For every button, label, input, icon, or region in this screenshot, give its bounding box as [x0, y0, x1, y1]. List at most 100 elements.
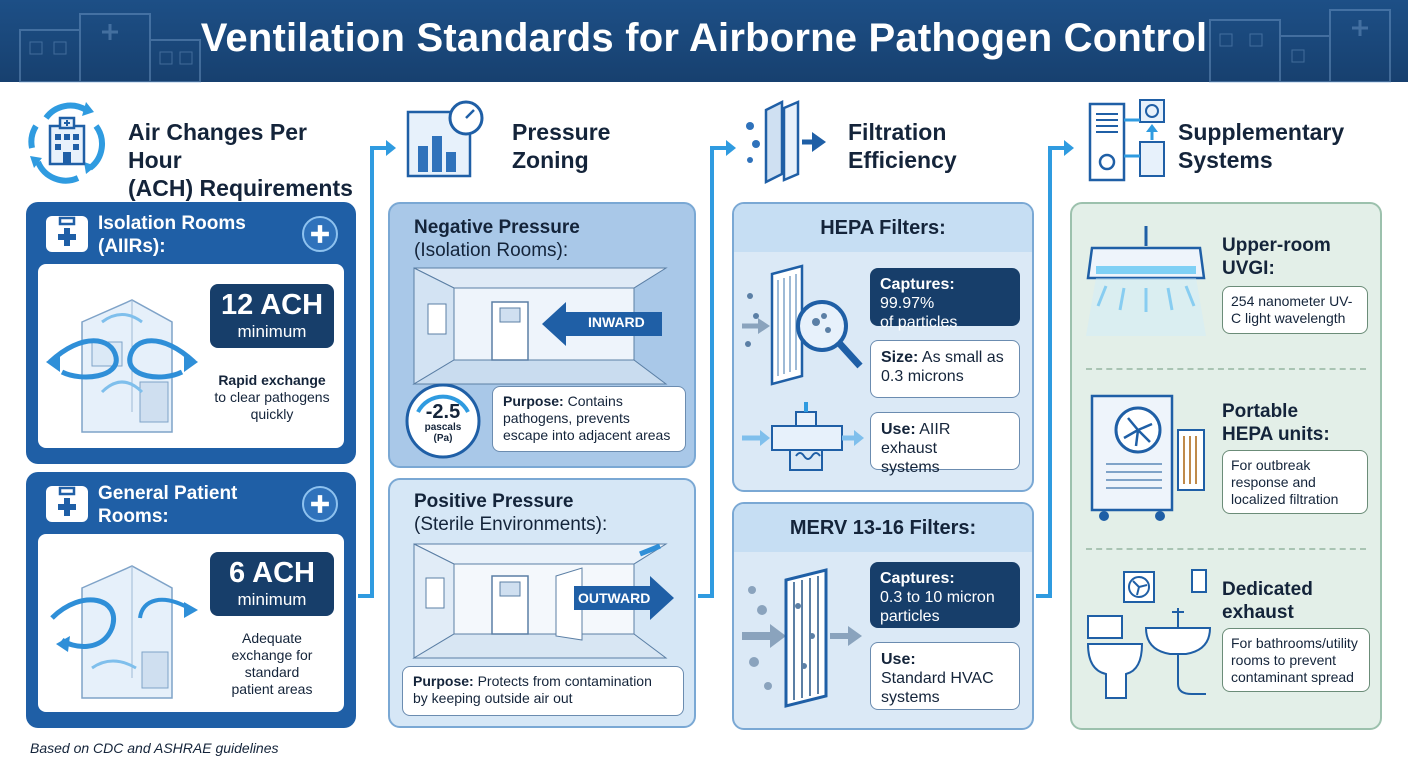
hvac-unit-icon: [1088, 99, 1165, 182]
isolation-ach-unit: minimum: [237, 322, 307, 341]
pressure-column-title: Pressure Zoning: [512, 118, 610, 174]
general-desc-line4: patient areas: [231, 681, 313, 697]
isolation-desc-bold: Rapid exchange: [218, 372, 326, 388]
filtration-title-line2: Efficiency: [848, 147, 957, 173]
bathroom-exhaust-illustration: [1086, 569, 1212, 699]
merv-use-line2: Standard HVAC: [881, 670, 994, 687]
uvgi-title-line2: UVGI:: [1222, 258, 1275, 279]
exhaust-desc-line3: contaminant spread: [1231, 669, 1354, 685]
uvgi-title: Upper-room UVGI:: [1222, 234, 1331, 280]
plus-circle-icon: [302, 216, 338, 252]
uv-light-fixture-illustration: [1086, 226, 1206, 336]
exhaust-title-line1: Dedicated: [1222, 579, 1313, 600]
portable-desc-line2: response and: [1231, 474, 1316, 490]
section-divider: [1086, 368, 1366, 370]
hepa-use-box: Use: AIIR exhaust systems: [870, 412, 1020, 476]
supplementary-systems-panel: Upper-room UVGI: 254 nanometer UV- C lig…: [1070, 202, 1382, 730]
gauge-readout: -2.5 pascals (Pa): [404, 402, 482, 444]
negative-room-illustration: [412, 267, 668, 385]
uvgi-desc-line1: 254 nanometer UV-: [1231, 293, 1353, 309]
exhaust-desc-line1: For bathrooms/utility: [1231, 635, 1358, 651]
negative-purpose-line2: pathogens, prevents: [503, 410, 630, 426]
gauge-value: -2.5: [425, 401, 461, 423]
gauge-unit-line2: (Pa): [433, 433, 453, 444]
room-airflow-illustration: [50, 565, 198, 699]
flow-connector-arrow: [698, 140, 736, 598]
filtration-column-header: Filtration Efficiency: [744, 96, 1034, 196]
hospital-skyline-icon: [1209, 9, 1391, 83]
positive-purpose-label: Purpose:: [413, 673, 474, 689]
flow-connector-arrow: [1036, 140, 1074, 598]
negative-purpose-line1: Contains: [563, 393, 623, 409]
filter-icon: [746, 99, 826, 185]
hepa-filter-magnifier-illustration: [742, 264, 863, 386]
general-rooms-panel: General Patient Rooms: 6 ACH minimum Ade…: [26, 472, 356, 728]
ach-title-line1: Air Changes Per Hour: [128, 119, 307, 173]
portable-title-line2: HEPA units:: [1222, 424, 1330, 445]
hospital-cycle-icon: [28, 102, 105, 184]
portable-title-line1: Portable: [1222, 401, 1299, 422]
negative-purpose-box: Purpose: Contains pathogens, prevents es…: [492, 386, 686, 452]
positive-purpose-line2: by keeping outside air out: [413, 690, 573, 706]
positive-title-rest: (Sterile Environments):: [414, 514, 608, 535]
exhaust-description-box: For bathrooms/utility rooms to prevent c…: [1222, 628, 1370, 692]
medical-kit-icon: [46, 486, 88, 522]
general-rooms-content: 6 ACH minimum Adequate exchange for stan…: [38, 534, 344, 712]
isolation-ach-value-box: 12 ACH minimum: [210, 284, 334, 348]
filtration-column-title: Filtration Efficiency: [848, 118, 957, 174]
supplementary-column-title: Supplementary Systems: [1178, 118, 1344, 174]
section-divider: [1086, 548, 1366, 550]
medical-kit-icon: [46, 216, 88, 252]
page-title: Ventilation Standards for Airborne Patho…: [200, 16, 1208, 60]
merv-use-line3: systems: [881, 689, 940, 706]
isolation-rooms-content: 12 ACH minimum Rapid exchange to clear p…: [38, 264, 344, 448]
outward-arrow: [574, 576, 674, 620]
portable-desc-line1: For outbreak: [1231, 457, 1311, 473]
general-title-line1: General Patient: [98, 483, 238, 504]
negative-purpose-line3: escape into adjacent areas: [503, 427, 671, 443]
filtration-title-line1: Filtration: [848, 119, 947, 145]
hepa-captures-value: 99.97%: [880, 295, 935, 312]
header-banner: Ventilation Standards for Airborne Patho…: [0, 0, 1408, 83]
merv-captures-line2: 0.3 to 10 micron: [880, 589, 995, 606]
general-ach-value-box: 6 ACH minimum: [210, 552, 334, 616]
supplementary-title-line1: Supplementary: [1178, 119, 1345, 145]
merv-captures-box: Captures: 0.3 to 10 micron particles: [870, 562, 1020, 628]
positive-purpose-box: Purpose: Protects from contamination by …: [402, 666, 684, 716]
ach-column-title: Air Changes Per Hour (ACH) Requirements: [128, 118, 366, 202]
merv-filters-title: MERV 13-16 Filters:: [734, 504, 1032, 552]
ach-column-header: Air Changes Per Hour (ACH) Requirements: [26, 96, 366, 201]
source-footnote: Based on CDC and ASHRAE guidelines: [30, 740, 279, 756]
negative-pressure-title: Negative Pressure (Isolation Rooms):: [414, 216, 580, 262]
pressure-gauge-dial: [405, 383, 481, 459]
hepa-use-label: Use:: [881, 421, 916, 438]
pressure-gauge-icon: [406, 100, 484, 178]
isolation-desc-line3: quickly: [250, 406, 294, 422]
merv-filters-panel: MERV 13-16 Filters: Captures: 0.3 to 10 …: [732, 502, 1034, 730]
general-rooms-title: General Patient Rooms:: [98, 482, 237, 528]
negative-title-rest: (Isolation Rooms):: [414, 240, 569, 261]
outward-arrow-label: OUTWARD: [578, 590, 651, 606]
isolation-ach-description: Rapid exchange to clear pathogens quickl…: [206, 372, 338, 423]
general-desc-line2: exchange for: [231, 647, 313, 663]
hepa-size-value: As small as: [918, 349, 1004, 366]
supplementary-title-line2: Systems: [1178, 147, 1273, 173]
inward-arrow-label: INWARD: [588, 314, 645, 330]
general-title-line2: Rooms:: [98, 506, 169, 527]
positive-pressure-panel: Positive Pressure (Sterile Environments)…: [388, 478, 696, 728]
isolation-rooms-title: Isolation Rooms (AIIRs):: [98, 212, 246, 258]
hepa-captures-box: Captures: 99.97% of particles: [870, 268, 1020, 331]
general-desc-line3: standard: [244, 664, 300, 680]
gauge-unit-line1: pascals: [424, 422, 462, 433]
uvgi-desc-line2: C light wavelength: [1231, 310, 1346, 326]
merv-use-label: Use:: [881, 651, 916, 668]
negative-purpose-label: Purpose:: [503, 393, 564, 409]
hepa-filters-panel: HEPA Filters: Captures: 99.97% of partic…: [732, 202, 1034, 492]
uvgi-title-line1: Upper-room: [1222, 235, 1331, 256]
hepa-size-line2: 0.3 microns: [881, 368, 964, 385]
pressure-title-line1: Pressure: [512, 119, 611, 145]
merv-use-box: Use: Standard HVAC systems: [870, 642, 1020, 710]
hepa-size-box: Size: As small as 0.3 microns: [870, 340, 1020, 398]
positive-purpose-line1: Protects from contamination: [473, 673, 652, 689]
isolation-title-line2: (AIIRs):: [98, 236, 166, 257]
